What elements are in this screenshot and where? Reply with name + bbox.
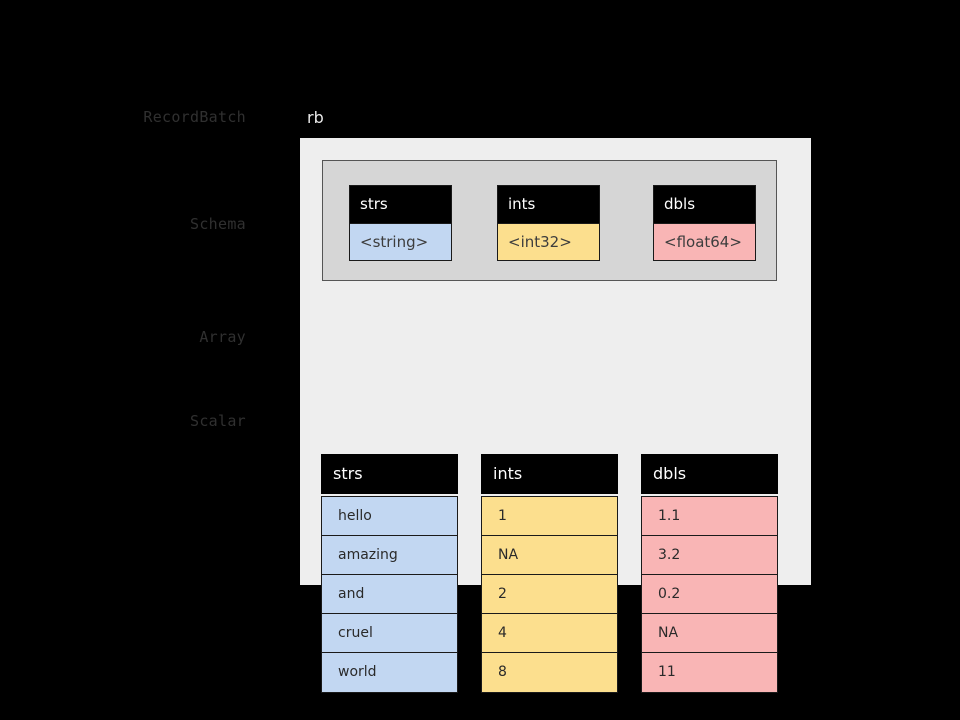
array-cell: 11 (658, 664, 676, 680)
array-cell: 1.1 (642, 497, 777, 536)
schema-field-name: strs (350, 186, 451, 223)
array-cell: 1 (482, 497, 617, 536)
schema-field-type: <float64> (654, 223, 755, 260)
schema-field-strs: strs<string> (349, 185, 452, 261)
array-cell: 3.2 (642, 536, 777, 575)
array-column-header: dbls (641, 454, 778, 494)
array-cell: and (322, 575, 457, 614)
schema-field-name: ints (498, 186, 599, 223)
schema-panel: strs<string> ints<int32> dbls<float64> (322, 160, 777, 281)
schema-field-ints: ints<int32> (497, 185, 600, 261)
array-cell: 0.2 (642, 575, 777, 614)
recordbatch-variable-label: rb (307, 108, 324, 127)
array-column-header: strs (321, 454, 458, 494)
array-cell: hello (322, 497, 457, 536)
array-cell: NA (642, 614, 777, 653)
recordbatch-container: strs<string>ints<int32>dbls<float64> str… (300, 138, 811, 693)
concept-label-scalar: Scalar (190, 412, 246, 430)
array-cell: 8 (498, 664, 507, 680)
array-column-header: ints (481, 454, 618, 494)
array-cell: cruel (322, 614, 457, 653)
array-cell: amazing (322, 536, 457, 575)
schema-field-dbls: dbls<float64> (653, 185, 756, 261)
concept-label-recordbatch: RecordBatch (143, 108, 246, 126)
concept-label-array: Array (199, 328, 246, 346)
array-cell: NA (482, 536, 617, 575)
schema-field-type: <int32> (498, 223, 599, 260)
array-cell: world (338, 664, 377, 680)
array-cell: 4 (482, 614, 617, 653)
schema-field-name: dbls (654, 186, 755, 223)
schema-field-type: <string> (350, 223, 451, 260)
concept-label-schema: Schema (190, 215, 246, 233)
array-cell: 2 (482, 575, 617, 614)
